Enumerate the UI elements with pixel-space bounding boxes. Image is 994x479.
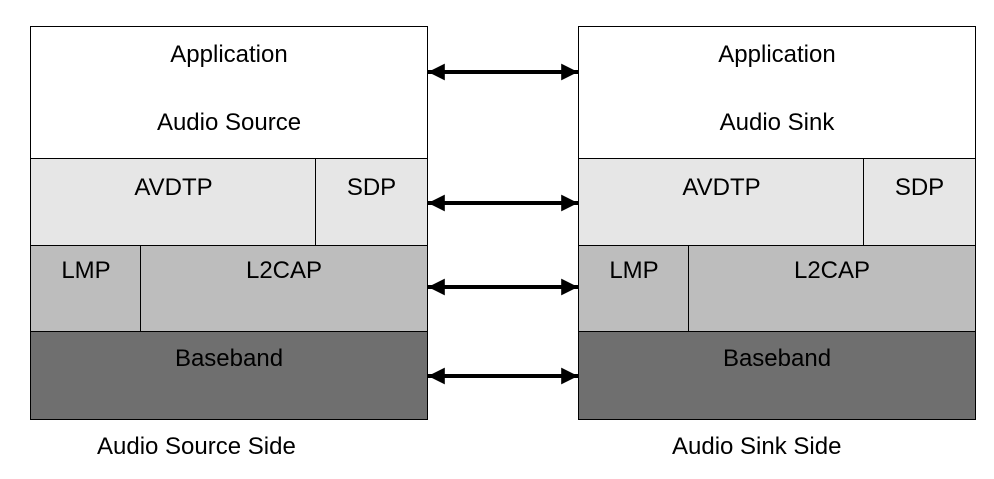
sink-avdtp-label: AVDTP xyxy=(682,174,761,201)
sink-application-label: Application xyxy=(718,41,836,68)
audio-sink-stack: Application Audio Sink AVDTP SDP LMP L2C… xyxy=(578,26,976,420)
sink-lmp-layer: LMP xyxy=(578,245,690,333)
source-application-label: Application xyxy=(170,41,288,68)
source-baseband-label: Baseband xyxy=(174,345,284,372)
sink-application-layer: Application Audio Sink xyxy=(578,26,976,160)
sink-sdp-layer: SDP xyxy=(863,158,976,247)
source-avdtp-label: AVDTP xyxy=(134,174,213,201)
source-sdp-label: SDP xyxy=(346,174,397,201)
sink-lmp-label: LMP xyxy=(609,257,659,284)
source-lmp-label: LMP xyxy=(61,257,111,284)
source-side-caption: Audio Source Side xyxy=(97,433,296,460)
source-baseband-layer: Baseband xyxy=(30,331,428,420)
source-l2cap-layer: L2CAP xyxy=(140,245,428,333)
sink-l2cap-label: L2CAP xyxy=(793,257,871,284)
source-sdp-layer: SDP xyxy=(315,158,428,247)
sink-l2cap-layer: L2CAP xyxy=(688,245,976,333)
sink-sdp-label: SDP xyxy=(894,174,945,201)
sink-baseband-label: Baseband xyxy=(722,345,832,372)
sink-baseband-layer: Baseband xyxy=(578,331,976,420)
source-application-layer: Application Audio Source xyxy=(30,26,428,160)
audio-source-stack: Application Audio Source AVDTP SDP LMP L… xyxy=(30,26,428,420)
source-l2cap-label: L2CAP xyxy=(245,257,323,284)
source-role-label: Audio Source xyxy=(156,109,302,136)
sink-side-caption: Audio Sink Side xyxy=(672,433,842,460)
sink-role-label: Audio Sink xyxy=(719,109,835,136)
sink-avdtp-layer: AVDTP xyxy=(578,158,865,247)
